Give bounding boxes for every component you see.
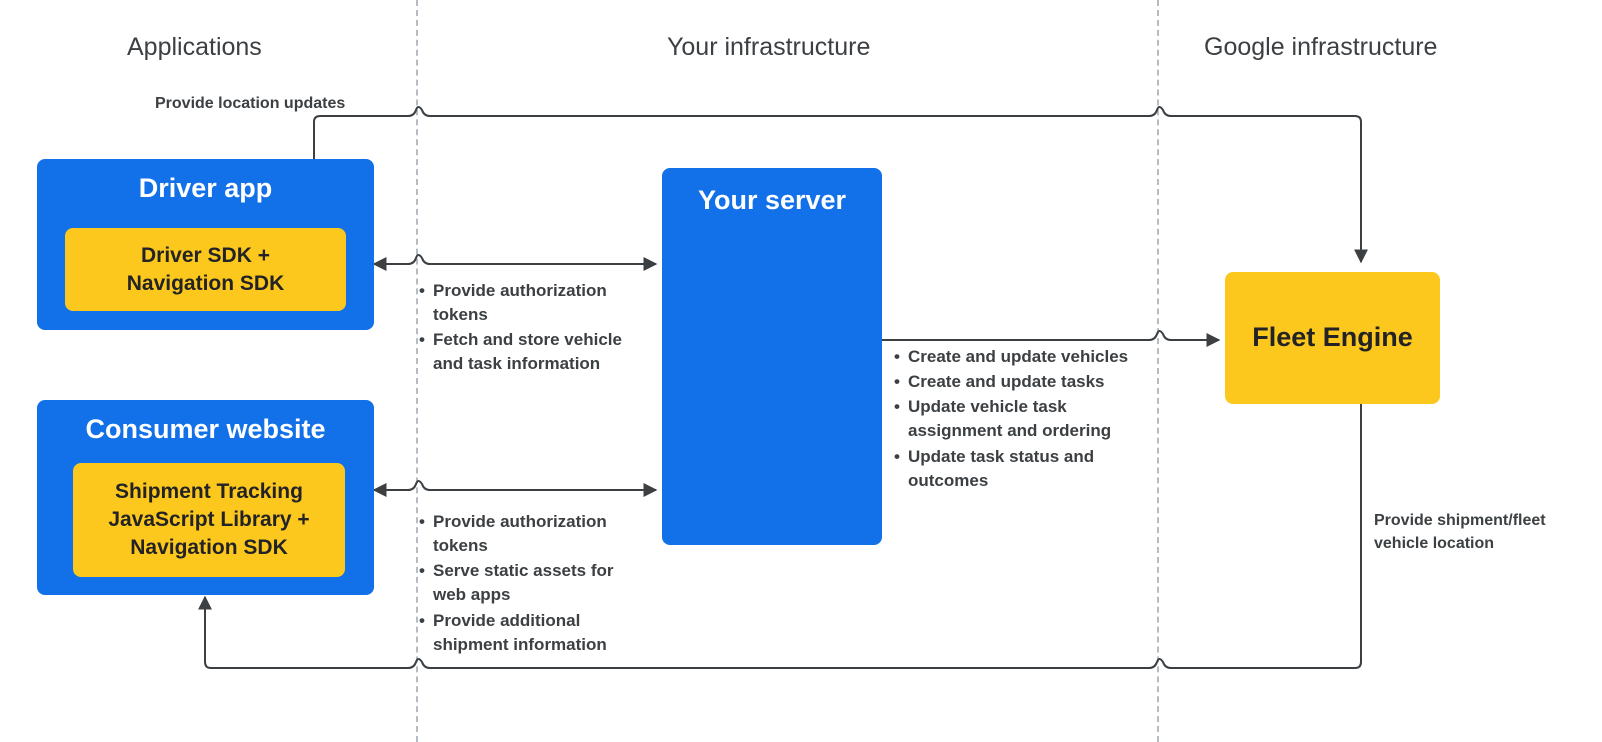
bullet-item: Update vehicle task assignment and order…	[894, 395, 1149, 443]
bullet-item: Create and update tasks	[894, 370, 1149, 394]
bullet-item: Serve static assets for web apps	[419, 559, 634, 607]
edge-label-provide-location-updates: Provide location updates	[155, 95, 346, 112]
lane-divider-applications-infrastructure	[416, 0, 418, 742]
bullet-item: Provide additional shipment information	[419, 609, 634, 657]
node-driver-sdk-navigation-sdk-label: Driver SDK + Navigation SDK	[126, 243, 285, 295]
node-consumer-website[interactable]: Consumer website Shipment Tracking JavaS…	[37, 400, 374, 595]
lane-divider-infrastructure-google	[1157, 0, 1159, 742]
node-consumer-website-title: Consumer website	[85, 414, 326, 444]
edge-bullets-driver-app-to-your-server: Provide authorization tokens Fetch and s…	[419, 279, 654, 378]
bullet-item: Provide authorization tokens	[419, 279, 654, 327]
bullet-item: Provide authorization tokens	[419, 510, 634, 558]
node-driver-sdk-navigation-sdk[interactable]: Driver SDK + Navigation SDK	[65, 228, 346, 311]
bullet-item: Update task status and outcomes	[894, 445, 1149, 493]
node-driver-app-title: Driver app	[138, 173, 273, 203]
node-your-server[interactable]: Your server	[662, 168, 882, 545]
lane-header-google-infrastructure: Google infrastructure	[1204, 33, 1438, 61]
node-shipment-tracking-library[interactable]: Shipment Tracking JavaScript Library + N…	[73, 463, 345, 577]
lane-header-applications: Applications	[127, 33, 262, 61]
wire-your-server-to-fleet-engine	[882, 330, 1221, 347]
edge-bullets-your-server-to-fleet-engine: Create and update vehicles Create and up…	[894, 345, 1149, 494]
edge-bullets-consumer-website-to-your-server: Provide authorization tokens Serve stati…	[419, 510, 634, 658]
edge-label-provide-shipment-fleet-vehicle-location: Provide shipment/fleet vehicle location	[1374, 512, 1546, 553]
node-your-server-title: Your server	[697, 185, 847, 215]
node-driver-app[interactable]: Driver app Driver SDK + Navigation SDK	[37, 159, 374, 330]
node-fleet-engine-title: Fleet Engine	[1252, 322, 1413, 353]
node-shipment-tracking-library-label: Shipment Tracking JavaScript Library + N…	[108, 480, 310, 559]
bullet-item: Create and update vehicles	[894, 345, 1149, 369]
bullet-item: Fetch and store vehicle and task informa…	[419, 328, 654, 376]
node-fleet-engine[interactable]: Fleet Engine	[1225, 272, 1440, 404]
lane-header-your-infrastructure: Your infrastructure	[667, 33, 871, 61]
